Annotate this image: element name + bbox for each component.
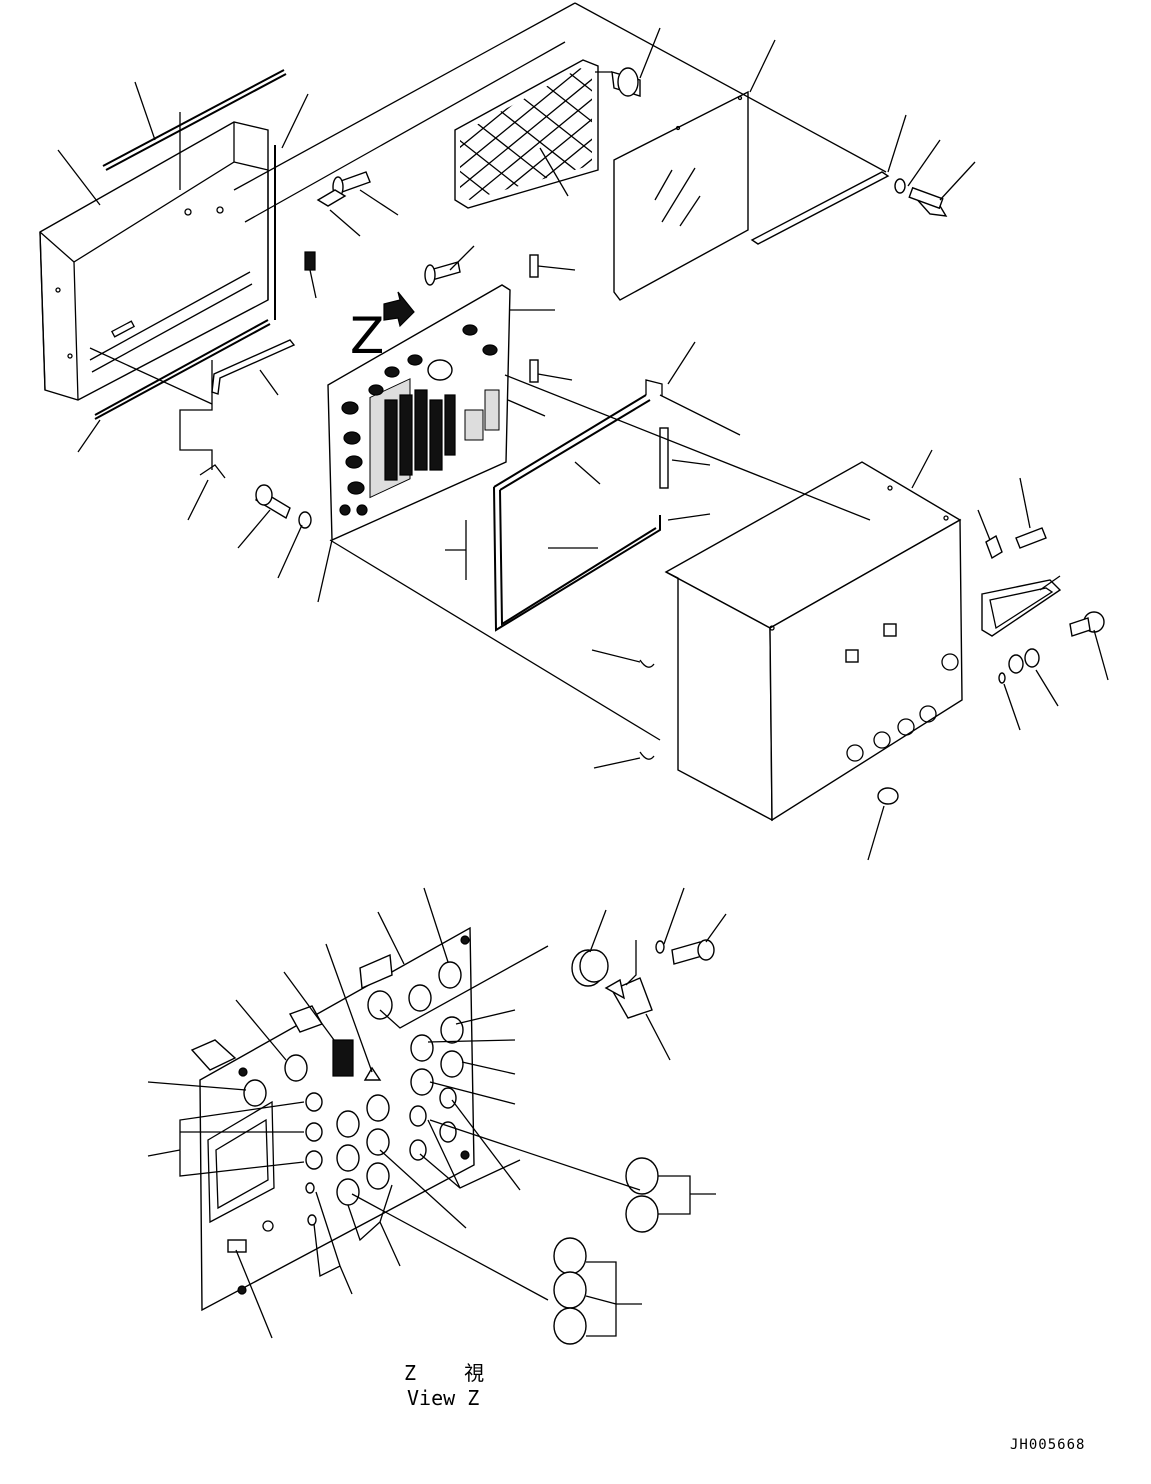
assembly-lines	[89, 2, 887, 741]
gasket-frame	[493, 379, 663, 632]
glass-window	[613, 90, 749, 301]
grommet	[877, 787, 899, 805]
front-cover-frame	[39, 121, 269, 401]
screw-right	[1015, 527, 1047, 549]
loose-parts-view-z	[553, 939, 715, 1345]
clip	[199, 464, 226, 479]
mesh-filter	[454, 59, 599, 209]
bolt-left	[255, 484, 312, 529]
seal-strips	[94, 69, 287, 420]
spacer-1	[529, 254, 539, 278]
hook-2	[639, 751, 655, 760]
leader-lines-top	[57, 27, 1109, 861]
control-board	[327, 284, 511, 542]
view-label-english: View Z	[407, 1386, 480, 1410]
hook-1	[639, 659, 655, 668]
retainer-bar	[750, 171, 890, 245]
view-label-japanese: Z 視	[404, 1361, 503, 1385]
handle	[211, 339, 296, 395]
cover-plate	[981, 579, 1062, 637]
view-marker-label: Z	[350, 307, 385, 365]
view-z-panel	[190, 926, 475, 1312]
small-spring	[304, 251, 316, 271]
spacer-2	[529, 359, 539, 383]
washer	[1008, 654, 1024, 674]
view-z-arrow	[383, 291, 415, 328]
main-enclosure	[664, 461, 963, 822]
leader-lines-view-z	[147, 887, 727, 1339]
view-z-buttons	[243, 961, 464, 1226]
small-bracket	[316, 189, 347, 207]
bolt-set-top-right	[332, 67, 948, 286]
spacer-bar	[659, 427, 669, 489]
drawing-number: JH005668	[1010, 1437, 1086, 1453]
latch	[985, 534, 1003, 560]
